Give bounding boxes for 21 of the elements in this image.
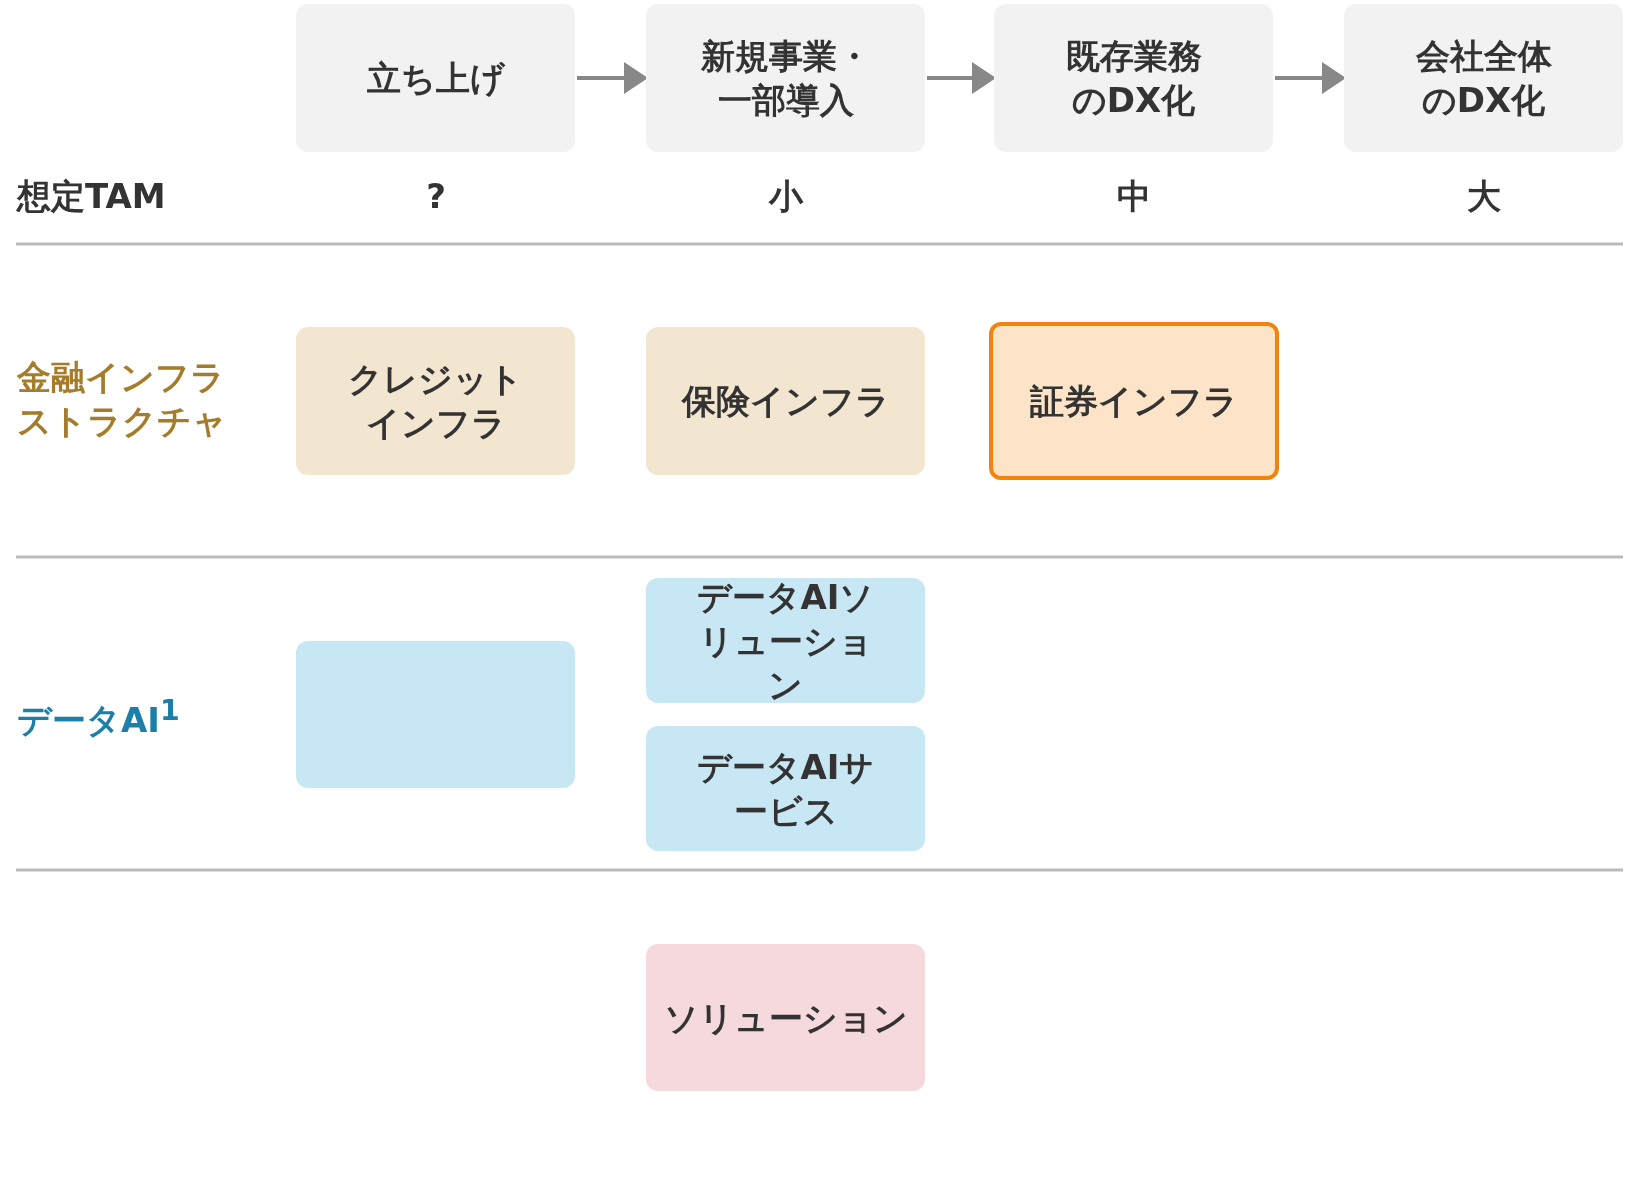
row-label: 金融インフラストラクチャ (17, 356, 228, 443)
tam-value: 小 (767, 175, 805, 218)
arrow (927, 62, 996, 94)
data-ai-box: データAIソリューション (646, 578, 925, 703)
arrow (1275, 62, 1346, 94)
data-ai-box: データAIサービス (646, 726, 925, 851)
row-label: データAI$^{1}$ (17, 693, 181, 743)
stage-box: 会社全体のDX化 (1344, 4, 1623, 152)
infrastructure-box: 保険インフラ (646, 327, 925, 475)
solution-box: ソリューション (646, 944, 925, 1091)
tam-value: ? (425, 175, 447, 218)
stage-box: 新規事業・一部導入 (646, 4, 925, 152)
stage-box: 立ち上げ (296, 4, 575, 152)
data-ai-box (296, 641, 575, 788)
stage-box: 既存業務のDX化 (994, 4, 1273, 152)
axis-label: 想定TAM (17, 175, 167, 218)
arrow (577, 62, 648, 94)
highlighted-box: 証券インフラ (989, 322, 1279, 480)
tam-value: 大 (1466, 175, 1502, 218)
tam-value: 中 (1116, 175, 1152, 218)
infrastructure-box: クレジットインフラ (296, 327, 575, 475)
